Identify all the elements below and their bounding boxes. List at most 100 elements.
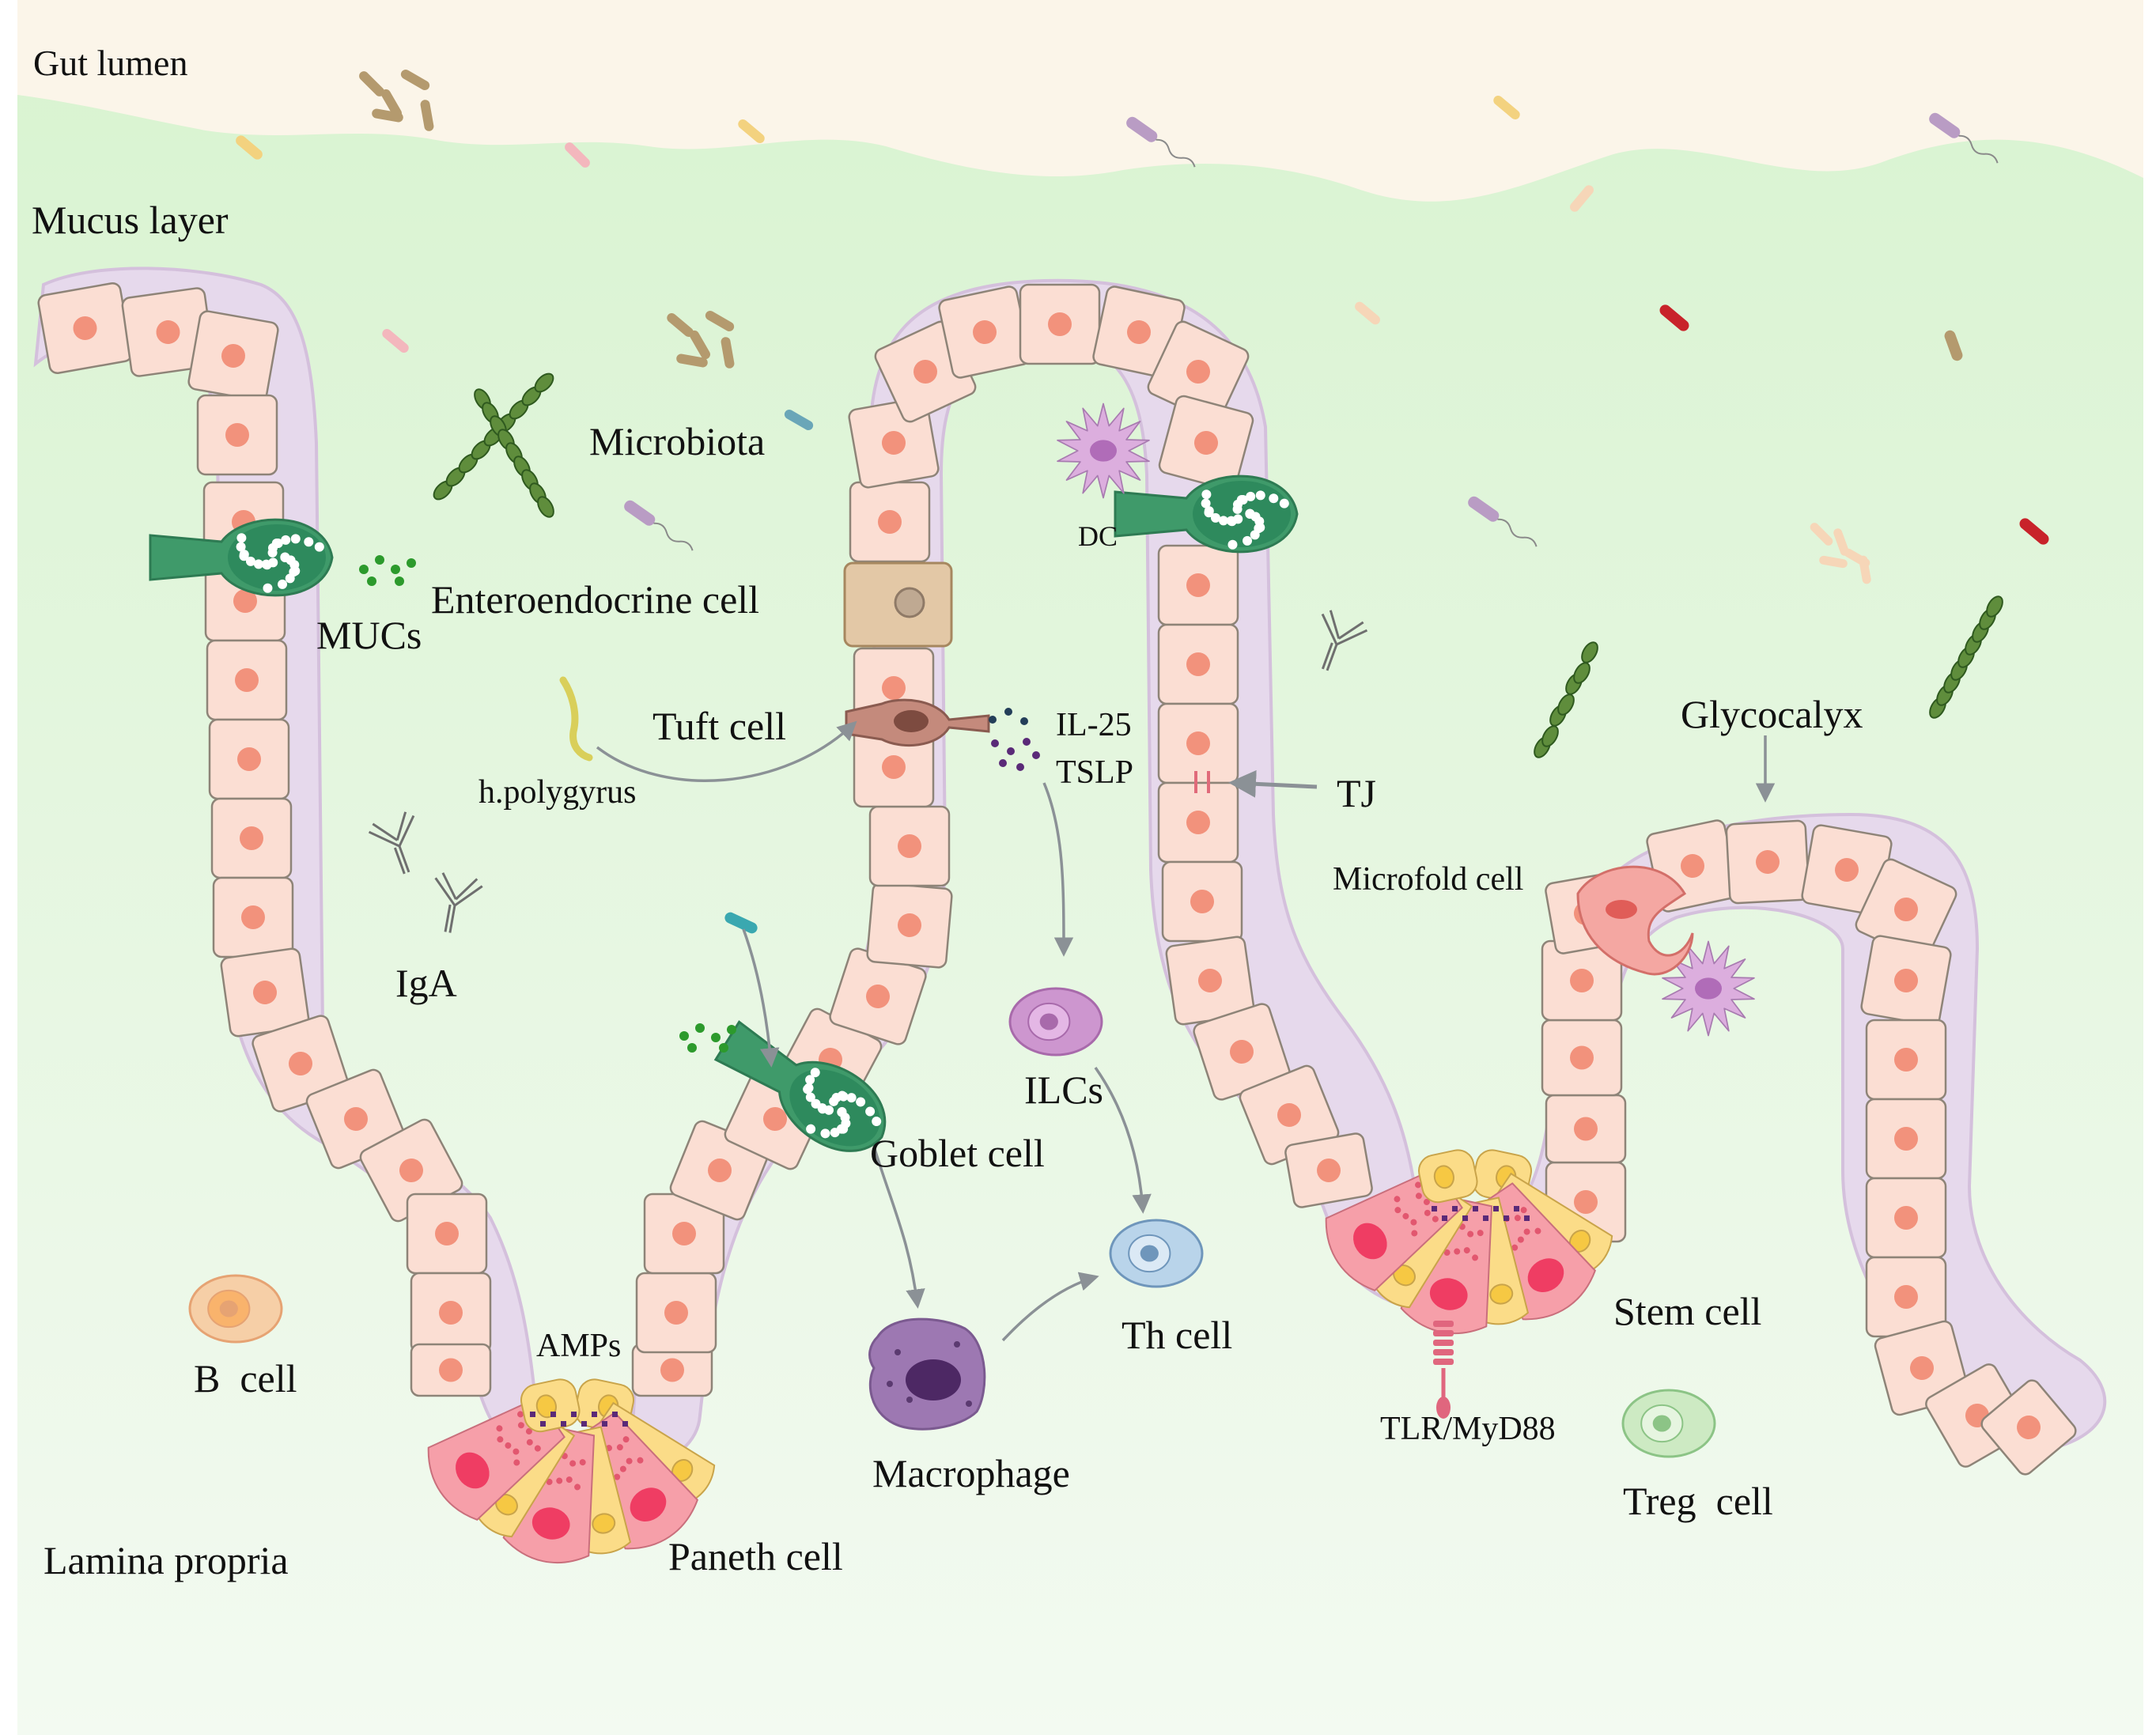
mucin-granule: [253, 559, 263, 569]
epithelial-cell: [406, 1193, 488, 1275]
iga-antibody: [434, 872, 483, 933]
epithelial-cell-nucleus: [439, 1301, 463, 1325]
label-goblet-cell: Goblet cell: [870, 1131, 1045, 1175]
paneth-granule: [622, 1436, 630, 1443]
arrow-cytokines-to-ilcs: [1042, 782, 1074, 957]
epithelial-cell: [212, 876, 294, 958]
tlr-segment: [1433, 1321, 1454, 1327]
paneth-granule: [1402, 1212, 1409, 1219]
mucin-granule: [846, 1093, 857, 1103]
epithelial-cell: [1019, 283, 1101, 365]
paneth-cell-nucleus: [456, 1452, 490, 1489]
chain-bacterium: [433, 372, 554, 501]
bacterium-rod: [1833, 528, 1849, 556]
bacterium-rod: [381, 89, 402, 119]
enteroendocrine-nucleus: [894, 587, 925, 618]
goblet-cell: [713, 1020, 887, 1152]
epithelial-cell: [866, 882, 953, 969]
treg-cell: [1621, 1389, 1716, 1458]
chain-segment: [1573, 662, 1591, 684]
tuft-cell-nucleus: [894, 710, 929, 732]
epithelial-cell: [1193, 1003, 1291, 1101]
mucin-dot: [375, 555, 384, 565]
label-tj: TJ: [1337, 771, 1376, 815]
label-lamina-propria: Lamina propria: [43, 1538, 289, 1582]
label-tuft-cell: Tuft cell: [652, 704, 786, 748]
chain-segment: [1541, 725, 1559, 747]
treg-cell-nucleolus: [1652, 1415, 1671, 1432]
epithelial-cell-nucleus: [240, 826, 263, 850]
mucin-granule: [1255, 522, 1265, 532]
epithelial-cell-nucleus: [1681, 854, 1704, 878]
epithelial-cell-nucleus: [1894, 1285, 1918, 1309]
flagellated-bacterium-body: [1929, 112, 1961, 138]
bacterium-rod: [1493, 96, 1520, 119]
chain-segment: [1557, 694, 1575, 716]
label-glycocalyx: Glycocalyx: [1681, 692, 1863, 736]
mucin-granule: [805, 1092, 815, 1102]
epithelial-cell-nucleus: [1894, 1127, 1918, 1151]
paneth-granule: [1511, 1244, 1519, 1251]
epithelial-cell-nucleus: [237, 747, 261, 771]
paneth-granule: [556, 1477, 563, 1484]
mucin-granule: [1243, 535, 1253, 546]
flagellum: [1156, 138, 1196, 168]
paneth-granule: [1443, 1249, 1451, 1256]
paneth-granule: [1514, 1215, 1521, 1222]
paneth-granule: [1424, 1209, 1431, 1216]
epithelial-cell-nucleus: [289, 1052, 312, 1075]
paneth-granule: [619, 1465, 626, 1472]
epithelial-cell-nucleus: [1194, 431, 1218, 455]
bacterium-rod: [738, 119, 765, 143]
bacterium-rod: [236, 135, 263, 160]
stem-cell: [1418, 1149, 1478, 1204]
cytokine-dot: [1007, 747, 1015, 755]
mucin-granule: [280, 552, 290, 562]
paneth-cell-body: [502, 1424, 596, 1564]
stem-cell-nucleus: [592, 1513, 616, 1534]
antibody-arms: [434, 872, 483, 933]
label-dc: DC: [1078, 520, 1118, 552]
mucin-granule: [271, 539, 282, 549]
stem-cell-nucleus: [1489, 1283, 1514, 1305]
epithelial-cell: [1545, 1094, 1627, 1164]
paneth-cell: [1400, 1195, 1493, 1335]
mucin-dot: [695, 1023, 705, 1033]
amp-dot: [602, 1421, 607, 1427]
epithelial-cell: [1239, 1064, 1340, 1166]
epithelial-cell-nucleus: [221, 344, 245, 368]
mucin-dot: [719, 1043, 728, 1053]
epithelial-cell-nucleus: [253, 981, 277, 1004]
bacterium-rod: [1944, 330, 1963, 361]
epithelial-cell-nucleus: [241, 905, 265, 929]
epithelial-cell: [1165, 936, 1255, 1026]
epithelial-cell: [410, 1272, 492, 1354]
bacterium-rod: [784, 410, 814, 430]
epithelial-cell-nucleus: [882, 755, 906, 779]
paneth-granule: [565, 1476, 573, 1484]
label-tslp: TSLP: [1056, 754, 1133, 791]
epithelial-cell-nucleus: [1894, 1206, 1918, 1230]
b-cell-nucleolus: [219, 1300, 238, 1317]
paneth-granule: [1523, 1228, 1530, 1235]
epithelial-cell: [37, 282, 133, 375]
epithelial-cell: [196, 394, 278, 476]
epithelial-cell-nucleus: [235, 668, 259, 692]
goblet-granule-area: [228, 524, 326, 591]
mucin-dot: [367, 576, 376, 586]
crypt-base: [1325, 1149, 1613, 1335]
mucin-dot: [727, 1025, 736, 1034]
cytokine-dot: [1032, 751, 1040, 759]
cytokine-dot: [1023, 738, 1031, 746]
epithelial-cell-nucleus: [1198, 969, 1222, 992]
flagellated-bacterium-body: [1126, 116, 1158, 142]
epithelial-cell-nucleus: [1910, 1356, 1934, 1380]
arrow-macrophage-to-th: [1001, 1272, 1099, 1342]
tlr-segment: [1433, 1349, 1454, 1355]
epithelial-cell: [410, 1343, 492, 1397]
flagellum: [653, 522, 694, 551]
mucin-granule: [290, 565, 301, 576]
paneth-granule: [505, 1442, 512, 1449]
paneth-granule: [534, 1445, 541, 1452]
